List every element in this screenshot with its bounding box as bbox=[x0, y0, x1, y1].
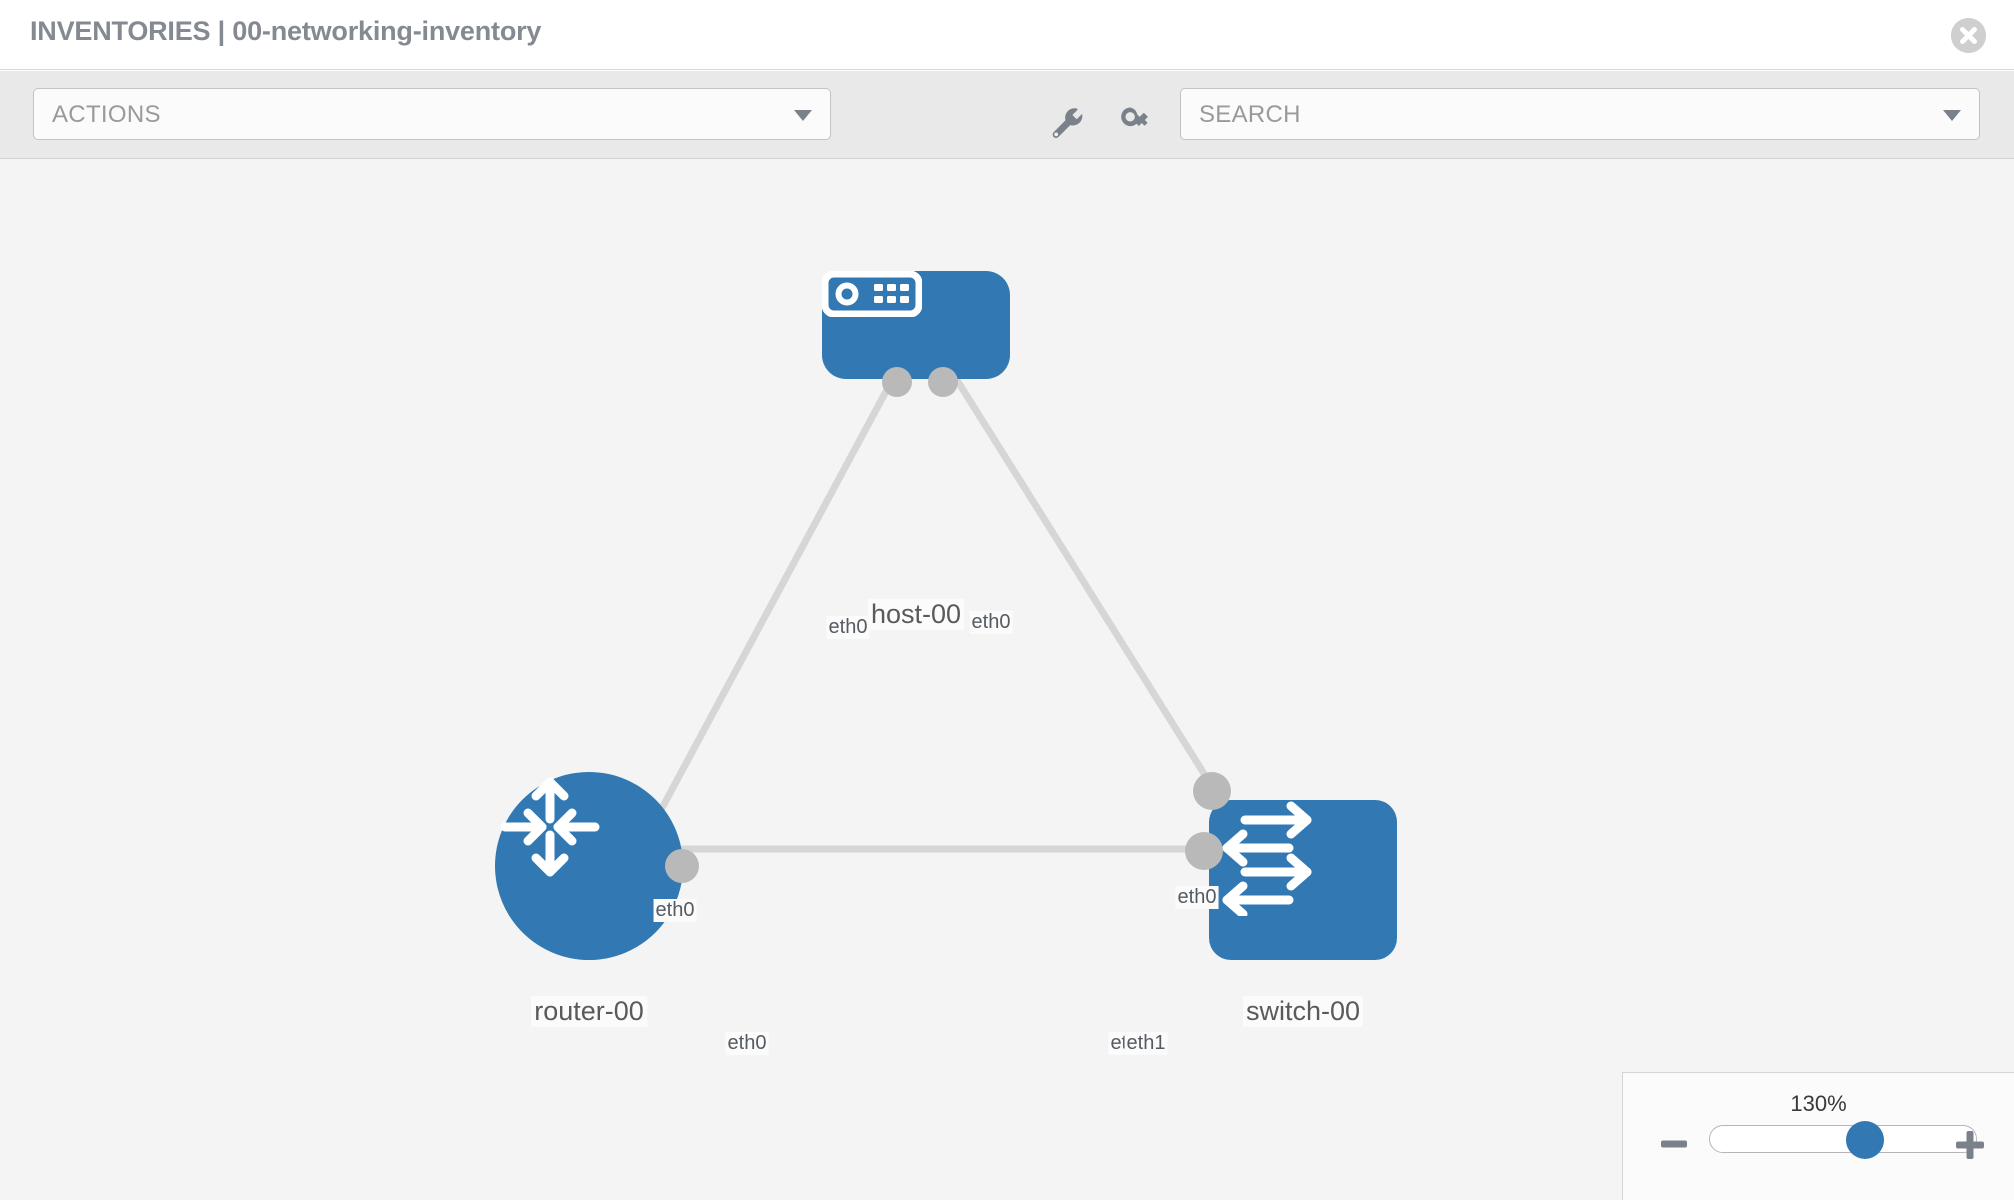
host-icon-shape bbox=[822, 271, 1010, 379]
port-handle[interactable] bbox=[928, 367, 958, 397]
node-switch-00[interactable] bbox=[1185, 772, 1397, 960]
link-host-router bbox=[636, 367, 902, 851]
page-header: INVENTORIES | 00-networking-inventory bbox=[0, 0, 2014, 70]
chevron-down-icon bbox=[794, 110, 812, 121]
key-icon[interactable] bbox=[1112, 99, 1156, 143]
zoom-slider-thumb[interactable] bbox=[1846, 1121, 1885, 1159]
topology-graph: host-00 bbox=[0, 159, 2014, 1200]
node-label-switch-00: switch-00 bbox=[1242, 996, 1364, 1027]
plus-icon bbox=[1956, 1131, 1984, 1159]
router-icon-shape bbox=[495, 772, 683, 960]
edge-label: eth0 bbox=[1175, 886, 1219, 909]
toolbar: ACTIONS SEARCH bbox=[0, 71, 2014, 159]
node-label-router-00: router-00 bbox=[531, 996, 647, 1027]
close-icon[interactable] bbox=[1951, 18, 1986, 53]
node-label-host-00: host-00 bbox=[867, 599, 965, 630]
port-handle[interactable] bbox=[665, 849, 699, 883]
page-title: INVENTORIES | 00-networking-inventory bbox=[30, 16, 542, 46]
edge-label: eth1 bbox=[1124, 1032, 1168, 1055]
node-host-00[interactable] bbox=[822, 271, 1010, 397]
zoom-out-button[interactable] bbox=[1659, 1129, 1689, 1164]
link-host-switch bbox=[947, 367, 1243, 833]
port-handle[interactable] bbox=[1193, 772, 1231, 810]
topology-canvas[interactable]: host-00 bbox=[0, 159, 2014, 1200]
search-placeholder: SEARCH bbox=[1199, 101, 1301, 128]
edge-label: eth0 bbox=[725, 1032, 769, 1055]
port-handle[interactable] bbox=[1185, 832, 1223, 870]
wrench-icon[interactable] bbox=[1043, 99, 1087, 143]
zoom-control-panel: 130% bbox=[1622, 1072, 2014, 1200]
zoom-level-label: 130% bbox=[1790, 1091, 1847, 1116]
minus-icon bbox=[1661, 1140, 1687, 1148]
actions-dropdown[interactable]: ACTIONS bbox=[33, 88, 831, 140]
server-icon bbox=[822, 271, 922, 317]
chevron-down-icon bbox=[1943, 110, 1961, 121]
zoom-slider[interactable] bbox=[1709, 1121, 1977, 1159]
search-input[interactable]: SEARCH bbox=[1180, 88, 1980, 140]
edge-label: eth0 bbox=[969, 611, 1013, 634]
actions-dropdown-label: ACTIONS bbox=[52, 101, 161, 128]
topology-links bbox=[636, 367, 1243, 853]
router-arrows-icon bbox=[500, 777, 600, 877]
node-router-00[interactable] bbox=[495, 772, 699, 960]
edge-label: eth0 bbox=[826, 616, 870, 639]
edge-label: eth0 bbox=[653, 899, 697, 922]
switch-icon-shape bbox=[1209, 800, 1397, 960]
switch-arrows-icon bbox=[1222, 801, 1312, 916]
port-handle[interactable] bbox=[882, 367, 912, 397]
zoom-in-button[interactable] bbox=[1954, 1129, 1986, 1166]
